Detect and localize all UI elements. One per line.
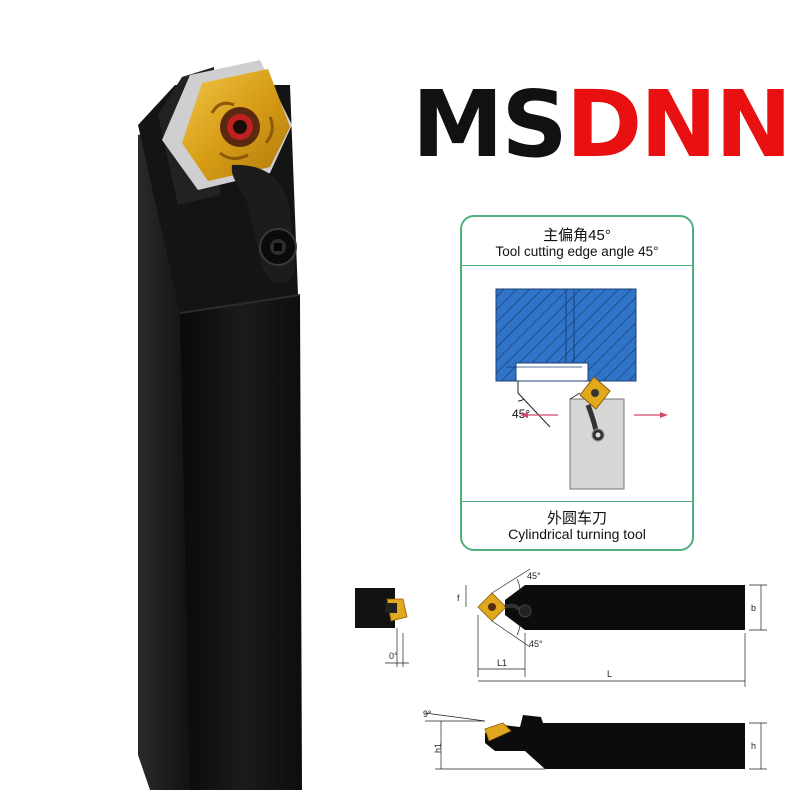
top-angle-2-label: 45° xyxy=(529,639,543,649)
product-title: MSDNN xyxy=(412,70,792,180)
cutting-diagram-card: 主偏角45° Tool cutting edge angle 45° 45° xyxy=(460,215,694,551)
dim-h1-label: h1 xyxy=(433,743,443,753)
caption-en: Tool cutting edge angle 45° xyxy=(495,244,659,259)
feed-arrows xyxy=(520,412,668,418)
workpiece xyxy=(495,288,637,382)
technical-drawing: 0° 45° 45° f b xyxy=(355,568,767,770)
cutting-diagram: 45° xyxy=(495,288,668,490)
clamp-icon xyxy=(231,164,297,284)
angle-label: 45° xyxy=(512,407,530,421)
dim-b-label: b xyxy=(751,603,756,613)
insert-icon xyxy=(162,60,292,190)
front-angle-label: 0° xyxy=(389,651,398,661)
dim-L1-label: L1 xyxy=(497,658,507,668)
tool-holder-photo xyxy=(138,60,302,790)
caption-zh: 主偏角45° xyxy=(543,227,611,244)
dim-f-label: f xyxy=(457,593,460,603)
dim-L-label: L xyxy=(607,669,612,679)
side-view: 9° h1 h xyxy=(423,709,767,770)
dim-h-label: h xyxy=(751,741,756,751)
title-prefix: MS xyxy=(412,71,568,178)
diagram-tool xyxy=(569,376,625,490)
footer-zh: 外圆车刀 xyxy=(546,510,607,527)
caption-divider xyxy=(462,265,692,266)
footer-divider xyxy=(462,501,692,502)
front-view: 0° xyxy=(355,588,409,667)
angle-annotation: 45° xyxy=(512,381,551,428)
top-view: 45° 45° f b L1 L xyxy=(457,568,767,687)
footer-en: Cylindrical turning tool xyxy=(508,526,646,542)
top-angle-1-label: 45° xyxy=(527,571,541,581)
side-angle-label: 9° xyxy=(423,709,432,719)
title-suffix: DNN xyxy=(565,71,792,178)
